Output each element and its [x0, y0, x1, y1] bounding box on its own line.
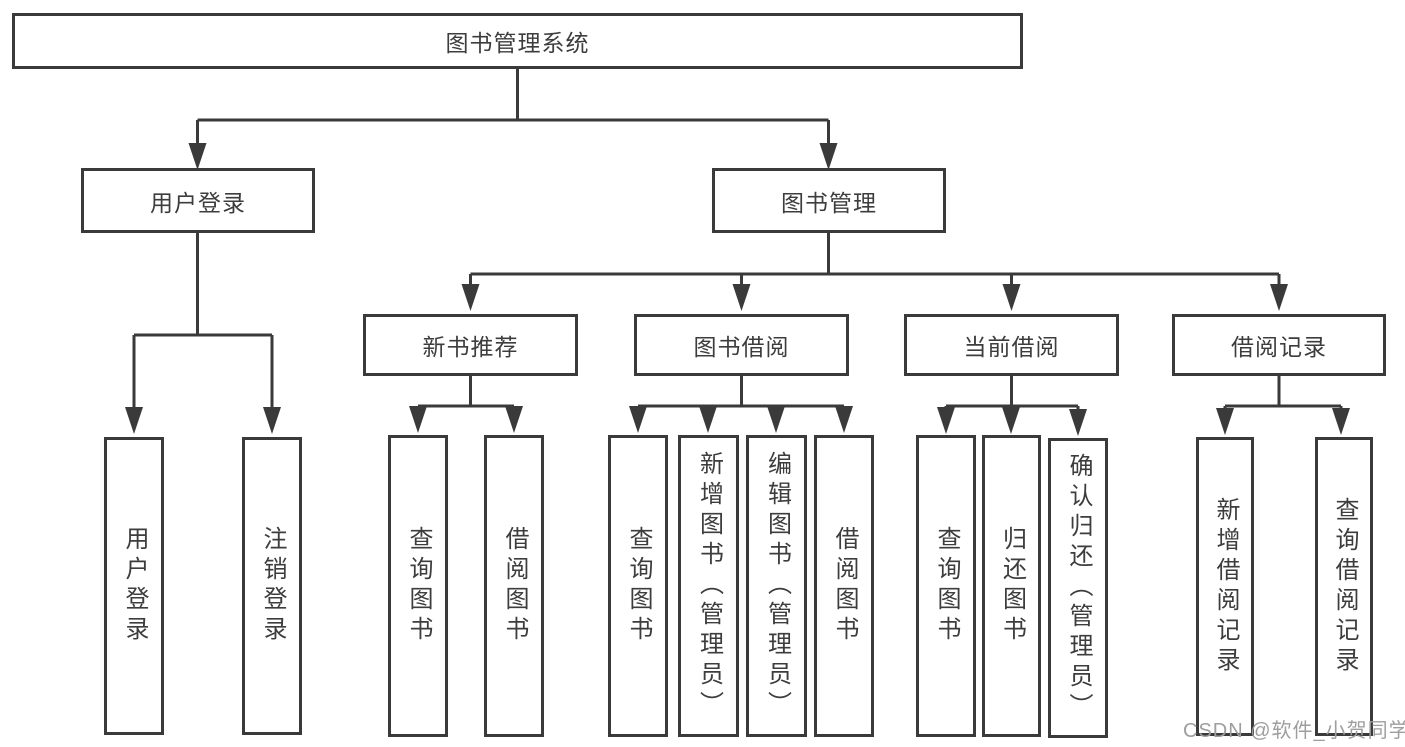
leaf-logout: 注销登录 — [242, 437, 302, 735]
leaf-query-books-current-label: 查询图书 — [933, 526, 960, 646]
leaf-add-book-admin-label: 新增图书（管理员） — [695, 451, 723, 721]
leaf-query-borrow-record-label: 查询借阅记录 — [1331, 496, 1358, 677]
node-current-borrowing: 当前借阅 — [904, 314, 1119, 376]
leaf-logout-label: 注销登录 — [259, 526, 286, 646]
leaf-query-books-recommend: 查询图书 — [388, 435, 448, 737]
leaf-query-books-borrowing: 查询图书 — [608, 435, 668, 737]
node-user-login: 用户登录 — [81, 168, 315, 233]
leaf-borrow-books: 借阅图书 — [814, 435, 874, 737]
node-new-book-recommend-label: 新书推荐 — [422, 334, 519, 360]
node-root: 图书管理系统 — [12, 13, 1023, 69]
leaf-user-login-label: 用户登录 — [121, 526, 148, 646]
leaf-query-borrow-record: 查询借阅记录 — [1315, 437, 1373, 736]
node-current-borrowing-label: 当前借阅 — [963, 334, 1060, 360]
leaf-query-books-borrowing-label: 查询图书 — [625, 526, 652, 646]
leaf-confirm-return-admin-label: 确认归还（管理员） — [1065, 453, 1092, 723]
node-book-borrowing-label: 图书借阅 — [693, 334, 790, 360]
leaf-edit-book-admin: 编辑图书（管理员） — [746, 435, 807, 737]
node-user-login-label: 用户登录 — [150, 189, 246, 216]
node-new-book-recommend: 新书推荐 — [363, 314, 578, 376]
leaf-borrow-books-label: 借阅图书 — [831, 526, 858, 646]
leaf-borrow-books-recommend: 借阅图书 — [484, 435, 544, 737]
leaf-borrow-books-recommend-label: 借阅图书 — [501, 526, 528, 646]
watermark: CSDN @软件_小贺同学 — [1183, 720, 1405, 742]
node-book-management-label: 图书管理 — [781, 189, 877, 216]
node-book-management: 图书管理 — [712, 168, 946, 233]
leaf-return-book-label: 归还图书 — [998, 526, 1026, 646]
leaf-add-borrow-record-label: 新增借阅记录 — [1212, 496, 1239, 677]
leaf-query-books-recommend-label: 查询图书 — [405, 526, 432, 646]
leaf-add-borrow-record: 新增借阅记录 — [1196, 437, 1254, 736]
leaf-confirm-return-admin: 确认归还（管理员） — [1048, 438, 1108, 738]
leaf-return-book: 归还图书 — [982, 435, 1041, 737]
leaf-query-books-current: 查询图书 — [916, 435, 976, 737]
node-borrow-records-label: 借阅记录 — [1231, 334, 1327, 360]
node-book-borrowing: 图书借阅 — [634, 314, 849, 376]
leaf-add-book-admin: 新增图书（管理员） — [678, 435, 739, 737]
leaf-user-login: 用户登录 — [104, 437, 164, 735]
node-borrow-records: 借阅记录 — [1172, 314, 1386, 376]
node-root-label: 图书管理系统 — [445, 30, 590, 56]
leaf-edit-book-admin-label: 编辑图书（管理员） — [763, 451, 791, 721]
